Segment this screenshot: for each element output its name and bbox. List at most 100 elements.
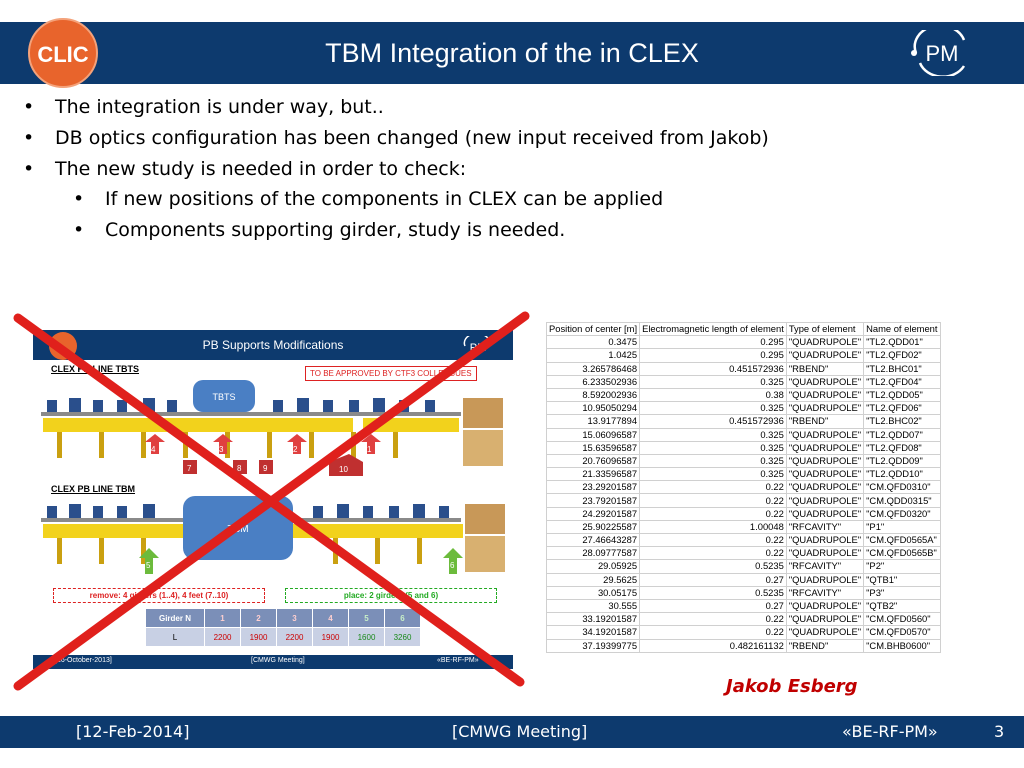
footer-group: «BE-RF-PM»	[842, 722, 938, 741]
cell-type: "QUADRUPOLE"	[785, 625, 865, 640]
cell-type: "QUADRUPOLE"	[785, 480, 865, 495]
cell-length: 0.451572936	[639, 361, 787, 376]
girder-table-header-row: Girder N 1 2 3 4 5 6	[145, 608, 421, 628]
sub-bullet-2: •Components supporting girder, study is …	[73, 219, 566, 241]
cell-name: "TL2.QFD04"	[863, 374, 941, 389]
cell-name: "TL2.BHC01"	[863, 361, 941, 376]
cell-type: "QUADRUPOLE"	[785, 598, 865, 614]
cell-name: "CM.QFD0320"	[863, 506, 941, 521]
bullet-1: •The integration is under way, but..	[23, 96, 384, 118]
girder-header-label: Girder N	[145, 608, 205, 628]
cell-type: "QUADRUPOLE"	[785, 387, 865, 403]
girder-table-length-row: L 2200 1900 2200 1900 1600 3260	[145, 627, 421, 647]
bullet-3: •The new study is needed in order to che…	[23, 158, 467, 180]
col-position: Position of center [m]	[545, 321, 641, 337]
cell-name: "CM.QFD0565B"	[863, 546, 941, 561]
place-note: place: 2 girders (5 and 6)	[285, 588, 497, 603]
cell-position: 29.05925	[545, 559, 641, 574]
cell-name: "P1"	[863, 519, 941, 535]
cell-length: 0.5235	[639, 559, 787, 574]
girder-length: 1600	[348, 627, 385, 647]
embedded-footer-meeting: [CMWG Meeting]	[251, 657, 305, 664]
embedded-footer-group: «BE-RF-PM»	[437, 657, 479, 664]
label-tbm-line: CLEX PB LINE TBM	[51, 484, 136, 494]
svg-text:9: 9	[263, 464, 268, 473]
cell-position: 29.5625	[545, 572, 641, 587]
cell-type: "RBEND"	[785, 638, 865, 653]
girder-number: 2	[240, 608, 277, 628]
cell-length: 0.325	[639, 427, 787, 442]
cell-type: "QUADRUPOLE"	[785, 453, 865, 469]
cell-length: 0.38	[639, 387, 787, 403]
girder-length: 1900	[240, 627, 277, 647]
girder-length: 2200	[204, 627, 241, 647]
cell-type: "QUADRUPOLE"	[785, 401, 865, 416]
girder-length: 3260	[384, 627, 421, 647]
sub-bullet-1-text: If new positions of the components in CL…	[105, 188, 664, 210]
girder-length: 1900	[312, 627, 349, 647]
cell-name: "TL2.QFD06"	[863, 401, 941, 416]
bullet-1-text: The integration is under way, but..	[55, 96, 384, 118]
cell-position: 3.265786468	[545, 361, 641, 376]
cell-length: 1.00048	[639, 519, 787, 535]
bullet-3-text: The new study is needed in order to chec…	[55, 158, 467, 180]
girder-number: 4	[312, 608, 349, 628]
svg-text:PM: PM	[926, 41, 959, 66]
cell-name: "TL2.QDD01"	[863, 335, 941, 350]
cell-position: 28.09777587	[545, 546, 641, 561]
embedded-slide-footer: [16-October-2013] [CMWG Meeting] «BE-RF-…	[33, 655, 513, 669]
cell-type: "QUADRUPOLE"	[785, 440, 865, 455]
cell-position: 27.46643287	[545, 532, 641, 548]
cell-name: "TL2.QDD10"	[863, 467, 941, 482]
sub-bullet-1: •If new positions of the components in C…	[73, 188, 664, 210]
cell-length: 0.27	[639, 598, 787, 614]
embedded-pm-logo: PM	[463, 336, 490, 354]
cell-type: "QUADRUPOLE"	[785, 612, 865, 627]
cell-length: 0.325	[639, 440, 787, 455]
cell-type: "QUADRUPOLE"	[785, 493, 865, 508]
girder-number: 5	[348, 608, 385, 628]
cell-position: 23.79201587	[545, 493, 641, 508]
cell-type: "RBEND"	[785, 414, 865, 429]
cell-position: 34.19201587	[545, 625, 641, 640]
bullet-2-text: DB optics configuration has been changed…	[55, 127, 769, 149]
cell-length: 0.22	[639, 480, 787, 495]
footer-date: [12-Feb-2014]	[76, 722, 190, 741]
cell-length: 0.22	[639, 625, 787, 640]
cell-position: 6.233502936	[545, 374, 641, 389]
cell-position: 1.0425	[545, 348, 641, 363]
cell-name: "CM.BHB0600"	[863, 638, 941, 653]
cell-type: "QUADRUPOLE"	[785, 335, 865, 350]
cell-position: 15.63596587	[545, 440, 641, 455]
svg-text:7: 7	[187, 464, 192, 473]
girder-number: 6	[384, 608, 421, 628]
svg-text:TBM: TBM	[227, 524, 248, 535]
svg-text:4: 4	[151, 445, 156, 454]
cell-type: "QUADRUPOLE"	[785, 506, 865, 521]
cell-position: 37.19399775	[545, 638, 641, 653]
embedded-slide-header: PB Supports Modifications	[33, 330, 513, 360]
cell-position: 10.95050294	[545, 401, 641, 416]
cell-position: 21.33596587	[545, 467, 641, 482]
svg-text:TBTS: TBTS	[212, 392, 235, 402]
cell-position: 25.90225587	[545, 519, 641, 535]
girder-row-label: L	[145, 627, 205, 647]
col-name: Name of element	[863, 321, 941, 337]
slide-footer: [12-Feb-2014] [CMWG Meeting] «BE-RF-PM» …	[0, 716, 1024, 748]
cell-name: "CM.QFD0560"	[863, 612, 941, 627]
cell-length: 0.325	[639, 401, 787, 416]
embedded-footer-date: [16-October-2013]	[55, 657, 112, 664]
cell-length: 0.22	[639, 493, 787, 508]
col-length: Electromagnetic length of element	[639, 321, 787, 337]
